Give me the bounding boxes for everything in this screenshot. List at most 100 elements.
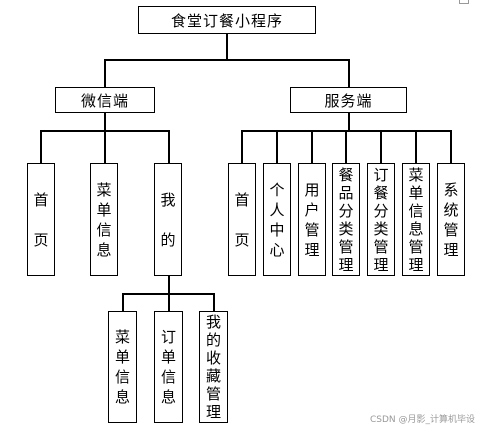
vtext-char: 菜 bbox=[408, 165, 424, 184]
vtext-label: 个人中心 bbox=[269, 180, 284, 260]
vtext-char: 首 bbox=[234, 190, 250, 209]
connector-wechat-c2 bbox=[104, 130, 106, 164]
vtext-label: 系统管理 bbox=[443, 180, 458, 260]
vtext-char: 息 bbox=[114, 388, 130, 406]
vtext-char: 中 bbox=[269, 220, 285, 239]
vtext-char: 理 bbox=[408, 255, 424, 274]
vtext-char: 分 bbox=[373, 201, 389, 220]
node-server-dish-category: 餐品分类管理 bbox=[332, 163, 360, 276]
node-mine-orders: 订单信息 bbox=[154, 311, 183, 423]
connector-mine-bar bbox=[122, 293, 213, 295]
vtext-char: 信 bbox=[160, 368, 176, 386]
vtext-char: 单 bbox=[96, 200, 112, 219]
vtext-char: 菜 bbox=[96, 180, 112, 199]
vtext-char: 订 bbox=[160, 328, 176, 346]
vtext-char: 藏 bbox=[205, 367, 221, 385]
vtext-label: 首页 bbox=[234, 180, 249, 260]
connector-wechat-down bbox=[104, 112, 106, 131]
vtext-label: 我的 bbox=[160, 180, 175, 260]
connector-wechat-c3 bbox=[168, 130, 170, 164]
vtext-char: 理 bbox=[443, 240, 459, 259]
connector-mine-c3 bbox=[213, 293, 215, 312]
root-node: 食堂订餐小程序 bbox=[138, 6, 316, 34]
connector-root-down bbox=[226, 33, 228, 60]
node-server-personal: 个人中心 bbox=[263, 163, 291, 276]
vtext-char: 理 bbox=[304, 240, 320, 259]
vtext-char: 理 bbox=[373, 255, 389, 274]
connector-server-c3 bbox=[311, 130, 313, 164]
vtext-char: 统 bbox=[443, 200, 459, 219]
node-server-system: 系统管理 bbox=[437, 163, 465, 276]
vtext-char: 单 bbox=[408, 183, 424, 202]
vtext-char: 菜 bbox=[114, 328, 130, 346]
vtext-char: 页 bbox=[33, 230, 49, 249]
vtext-char: 管 bbox=[443, 220, 459, 239]
vtext-char: 页 bbox=[234, 230, 250, 249]
vtext-char: 餐 bbox=[373, 183, 389, 202]
watermark: CSDN @月影_计算机毕设 bbox=[369, 415, 475, 425]
vtext-label: 菜单信息管理 bbox=[408, 166, 423, 274]
vtext-char: 单 bbox=[160, 348, 176, 366]
node-mine-favorites: 我的收藏管理 bbox=[199, 311, 228, 423]
connector-wechat-c1 bbox=[40, 130, 42, 164]
vtext-char: 类 bbox=[373, 219, 389, 238]
vtext-char: 的 bbox=[160, 230, 176, 249]
connector-server-c7 bbox=[450, 130, 452, 164]
vtext-char: 管 bbox=[304, 220, 320, 239]
vtext-char: 信 bbox=[96, 220, 112, 239]
vtext-char: 管 bbox=[338, 237, 354, 256]
vtext-char: 理 bbox=[338, 255, 354, 274]
vtext-label: 订餐分类管理 bbox=[373, 166, 388, 274]
vtext-char: 类 bbox=[338, 219, 354, 238]
vtext-char: 息 bbox=[160, 388, 176, 406]
vtext-char: 管 bbox=[205, 385, 221, 403]
vtext-char: 户 bbox=[304, 200, 320, 219]
connector-mine-down bbox=[168, 276, 170, 294]
vtext-label: 餐品分类管理 bbox=[338, 166, 353, 274]
vtext-label: 用户管理 bbox=[304, 180, 319, 260]
vtext-char: 理 bbox=[205, 403, 221, 421]
vtext-label: 菜单信息 bbox=[96, 180, 111, 260]
branch-node-wechat: 微信端 bbox=[55, 87, 155, 113]
vtext-char: 品 bbox=[338, 183, 354, 202]
vtext-char: 单 bbox=[114, 348, 130, 366]
branch-label-server: 服务端 bbox=[324, 91, 373, 110]
vtext-char: 管 bbox=[408, 237, 424, 256]
node-wechat-mine: 我的 bbox=[154, 163, 182, 276]
vtext-char: 心 bbox=[269, 240, 285, 259]
connector-server-c5 bbox=[380, 130, 382, 164]
vtext-char: 我 bbox=[205, 313, 221, 331]
vtext-char: 息 bbox=[96, 240, 112, 259]
vtext-char: 息 bbox=[408, 219, 424, 238]
connector-server-c6 bbox=[415, 130, 417, 164]
connector-server-down bbox=[348, 112, 350, 131]
branch-node-server: 服务端 bbox=[290, 87, 407, 113]
vtext-char: 的 bbox=[205, 331, 221, 349]
node-server-menu: 菜单信息管理 bbox=[402, 163, 430, 276]
vtext-char: 信 bbox=[114, 368, 130, 386]
connector-mine-c1 bbox=[122, 293, 124, 312]
node-wechat-menu: 菜单信息 bbox=[90, 163, 118, 276]
connector-server-c1 bbox=[241, 130, 243, 164]
vtext-label: 首页 bbox=[33, 180, 48, 260]
vtext-char: 首 bbox=[33, 190, 49, 209]
corner-mark bbox=[459, 0, 469, 4]
vtext-char: 管 bbox=[373, 237, 389, 256]
vtext-char: 我 bbox=[160, 190, 176, 209]
node-server-users: 用户管理 bbox=[298, 163, 326, 276]
node-mine-menu: 菜单信息 bbox=[108, 311, 137, 423]
vtext-char: 人 bbox=[269, 200, 285, 219]
vtext-char: 信 bbox=[408, 201, 424, 220]
connector-root-bar bbox=[104, 59, 348, 61]
branch-label-wechat: 微信端 bbox=[80, 91, 129, 110]
vtext-label: 菜单信息 bbox=[115, 327, 130, 407]
connector-server-up bbox=[348, 59, 350, 87]
connector-mine-c2 bbox=[168, 293, 170, 312]
node-server-order-category: 订餐分类管理 bbox=[367, 163, 395, 276]
vtext-char: 用 bbox=[304, 180, 320, 199]
vtext-char: 系 bbox=[443, 180, 459, 199]
node-wechat-home: 首页 bbox=[27, 163, 55, 276]
connector-wechat-up bbox=[104, 59, 106, 87]
root-label: 食堂订餐小程序 bbox=[170, 11, 283, 30]
